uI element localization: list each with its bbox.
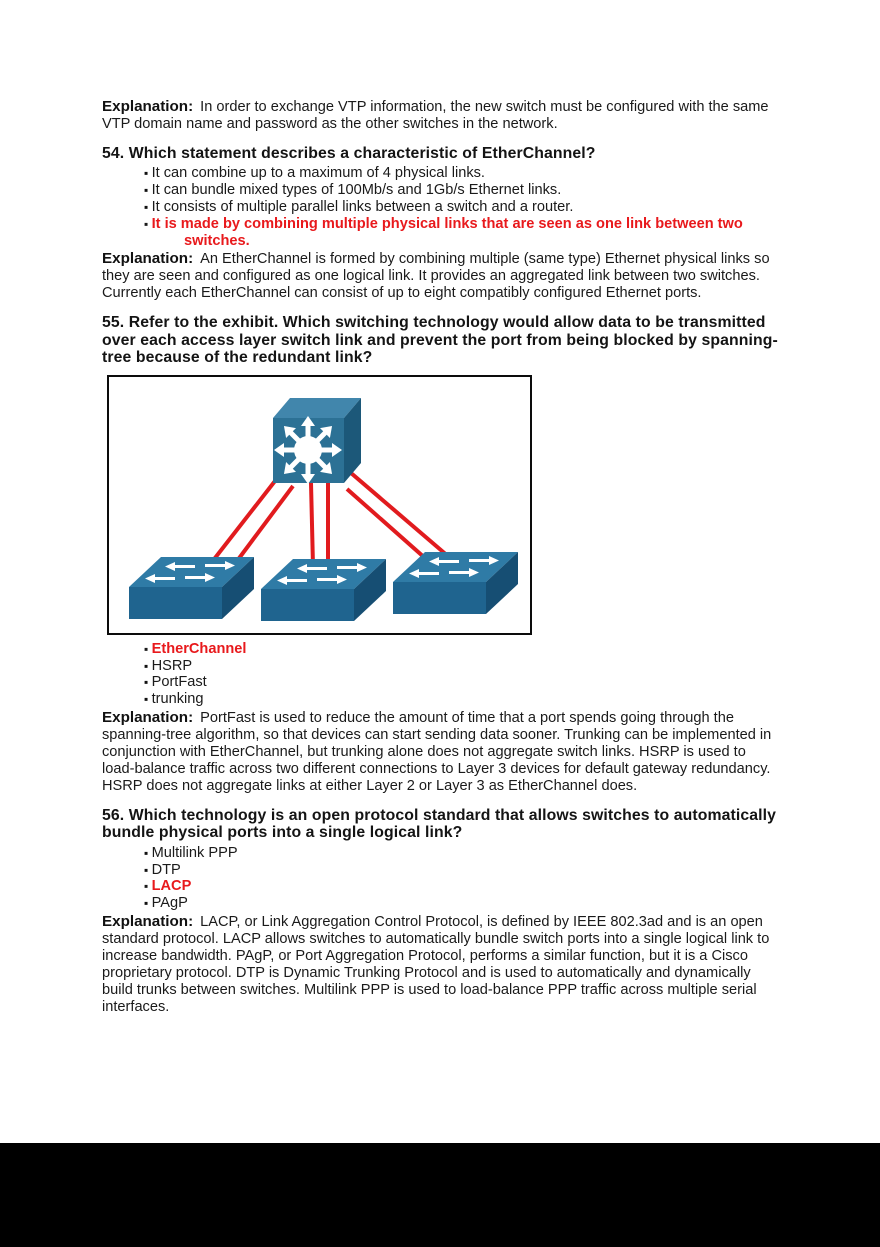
option-item: HSRP <box>102 658 778 675</box>
option-label: It is made by combining multiple physica… <box>151 215 743 249</box>
explanation-label: Explanation: <box>102 709 194 727</box>
option-label: EtherChannel <box>151 640 247 657</box>
question-55-explanation: Explanation:PortFast is used to reduce t… <box>102 709 778 795</box>
option-label: LACP <box>151 878 192 895</box>
explanation-label: Explanation: <box>102 98 194 115</box>
option-label: Multilink PPP <box>151 844 238 861</box>
question-56-options: Multilink PPP DTP LACP PAgP <box>102 845 778 912</box>
explanation-label: Explanation: <box>102 250 194 268</box>
option-item: PortFast <box>102 674 778 691</box>
question-54-options: It can combine up to a maximum of 4 phys… <box>102 165 778 249</box>
explanation-text: In order to exchange VTP information, th… <box>102 99 769 132</box>
option-label: trunking <box>151 691 204 708</box>
correct-option-item: It is made by combining multiple physica… <box>102 216 778 250</box>
question-54-heading: 54. Which statement describes a characte… <box>102 144 596 162</box>
option-item: It can bundle mixed types of 100Mb/s and… <box>102 182 778 199</box>
question-55-options: EtherChannel HSRP PortFast trunking <box>102 641 778 708</box>
explanation-text: LACP, or Link Aggregation Control Protoc… <box>102 913 770 1015</box>
option-label: PAgP <box>151 895 188 912</box>
option-item: PAgP <box>102 895 778 912</box>
option-label: It consists of multiple parallel links b… <box>151 199 574 215</box>
option-item: Multilink PPP <box>102 845 778 862</box>
option-item: DTP <box>102 862 778 879</box>
intro-explanation: Explanation:In order to exchange VTP inf… <box>102 98 778 133</box>
multilayer-switch-icon <box>273 397 361 484</box>
page-content: Explanation:In order to exchange VTP inf… <box>102 97 778 1015</box>
correct-option-item: EtherChannel <box>102 641 778 658</box>
exhibit-frame <box>107 374 532 635</box>
explanation-text: PortFast is used to reduce the amount of… <box>102 710 772 794</box>
option-label: DTP <box>151 861 181 878</box>
access-switch-3-icon <box>393 552 518 614</box>
question-55-heading: 55. Refer to the exhibit. Which switchin… <box>102 314 778 367</box>
explanation-label: Explanation: <box>102 912 194 930</box>
option-label: It can bundle mixed types of 100Mb/s and… <box>151 182 562 199</box>
network-diagram <box>109 397 530 633</box>
footer-black-bar <box>0 1143 880 1247</box>
option-label: PortFast <box>151 674 207 691</box>
correct-option-item: LACP <box>102 878 778 895</box>
access-switch-1-icon <box>129 557 254 619</box>
explanation-text: An EtherChannel is formed by combining m… <box>102 251 770 302</box>
option-item: It can combine up to a maximum of 4 phys… <box>102 165 778 182</box>
question-54-explanation: Explanation:An EtherChannel is formed by… <box>102 250 778 302</box>
access-switch-2-icon <box>261 559 386 621</box>
option-label: It can combine up to a maximum of 4 phys… <box>151 165 485 182</box>
question-56-explanation: Explanation:LACP, or Link Aggregation Co… <box>102 912 778 1015</box>
question-56-heading: 56. Which technology is an open protocol… <box>102 806 777 842</box>
option-item: It consists of multiple parallel links b… <box>102 199 778 216</box>
option-item: trunking <box>102 691 778 708</box>
option-label: HSRP <box>151 657 193 674</box>
